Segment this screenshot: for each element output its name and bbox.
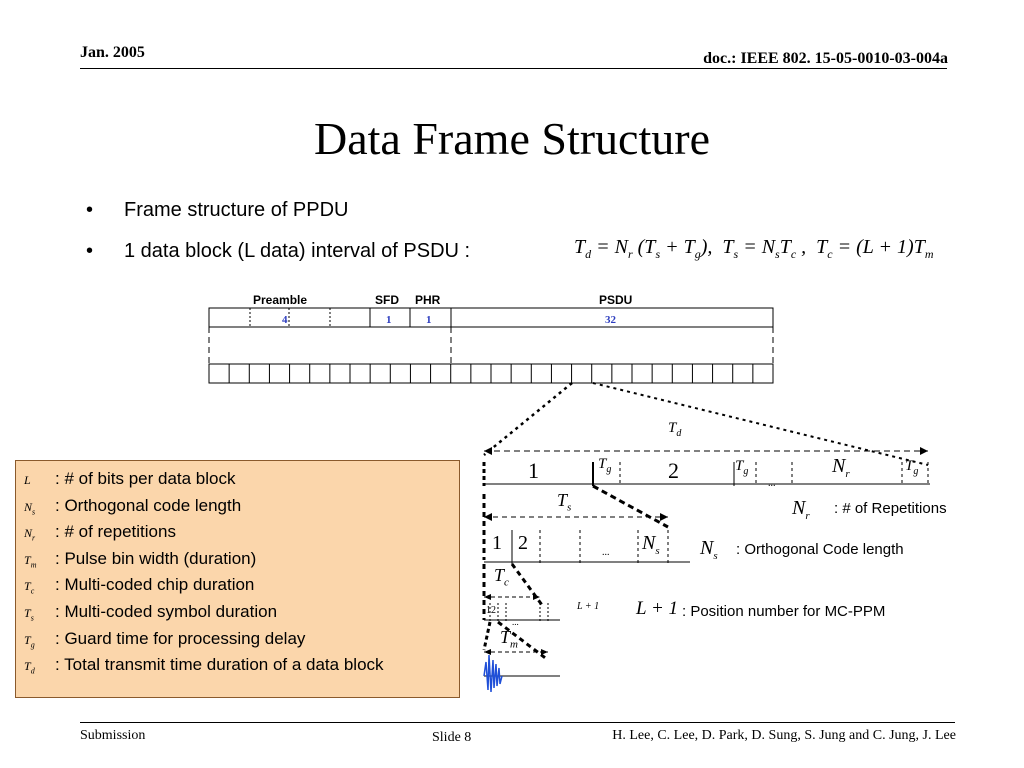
psdu-label: PSDU — [599, 293, 633, 307]
rep-2: 2 — [668, 458, 679, 483]
legend-text: : Orthogonal code length — [55, 495, 242, 515]
preamble-length: 4 — [282, 314, 288, 326]
legend-text: : # of bits per data block — [55, 469, 236, 488]
tm-label: Tm — [500, 627, 518, 651]
bullet-2: • 1 data block (L data) interval of PSDU… — [86, 240, 471, 263]
l-plus-1-description: : Position number for MC-PPM — [682, 603, 886, 620]
slide-title: Data Frame Structure — [314, 113, 710, 164]
sfd-length: 1 — [386, 314, 392, 326]
sfd-label: SFD — [375, 293, 399, 307]
l-plus-1-small: L + 1 — [577, 601, 600, 612]
legend-row: Tm : Pulse bin width (duration) — [16, 549, 461, 575]
ellipsis-bin: ... — [512, 617, 519, 627]
psdu-length: 32 — [605, 314, 616, 326]
legend-text: : Multi-coded chip duration — [55, 575, 255, 595]
legend-row: Ts : Multi-coded symbol duration — [16, 602, 461, 628]
nr-description: : # of Repetitions — [834, 500, 947, 517]
nr-symbol: Nr — [792, 497, 810, 522]
l-plus-1-symbol: L + 1 — [636, 598, 679, 619]
bullet-dot: • — [86, 240, 94, 262]
ns-label-row: Ns — [642, 532, 660, 557]
phr-label: PHR — [415, 293, 441, 307]
nr-label-row: Nr — [832, 455, 850, 480]
phr-length: 1 — [426, 314, 432, 326]
footer-authors: H. Lee, C. Lee, D. Park, D. Sung, S. Jun… — [612, 728, 956, 743]
pulse-waveform — [483, 654, 503, 693]
legend-symbol: Tc — [24, 579, 35, 596]
chip-2: 2 — [518, 532, 528, 554]
legend-symbol: Ns — [24, 499, 36, 516]
bin-12: 12 — [486, 605, 496, 616]
tg-label-2: Tg — [735, 458, 749, 477]
ellipsis-rep: ... — [768, 478, 776, 489]
bullet-2-text: 1 data block (L data) interval of PSDU : — [124, 240, 471, 262]
header-date: Jan. 2005 — [80, 44, 145, 61]
legend-symbol: Tg — [24, 632, 35, 649]
legend-row: Td : Total transmit time duration of a da… — [16, 655, 461, 681]
bullet-1-text: Frame structure of PPDU — [124, 199, 349, 221]
chip-1: 1 — [492, 532, 502, 554]
timing-formula: Td = Nr (Ts + Tg), Ts = NsTc , Tc = (L +… — [574, 236, 934, 261]
footer-submission: Submission — [80, 728, 146, 743]
footer-rule — [80, 722, 955, 723]
frame-top-row — [208, 307, 774, 328]
legend-text: : Guard time for processing delay — [55, 628, 306, 648]
bullet-1: • Frame structure of PPDU — [86, 199, 349, 222]
header-doc-id: doc.: IEEE 802. 15-05-0010-03-004a — [703, 50, 948, 67]
rep-1: 1 — [528, 458, 539, 483]
td-label: Td — [668, 420, 682, 439]
legend-row: Ns : Orthogonal code length — [16, 496, 461, 522]
ellipsis-chip: ... — [602, 547, 610, 558]
legend-text: : # of repetitions — [55, 522, 176, 542]
header-rule — [80, 68, 947, 69]
ts-label: Ts — [557, 490, 572, 514]
legend-text: : Pulse bin width (duration) — [55, 548, 257, 568]
legend-row: Tc : Multi-coded chip duration — [16, 575, 461, 601]
legend-symbol: Ts — [24, 606, 34, 623]
legend-symbol: Tm — [24, 552, 37, 570]
legend-symbol: L — [24, 473, 31, 487]
legend-row: Tg : Guard time for processing delay — [16, 629, 461, 655]
legend-row: L : # of bits per data block — [16, 469, 461, 495]
legend-symbol: Td — [24, 659, 35, 676]
legend-text: : Multi-coded symbol duration — [55, 602, 278, 621]
preamble-label: Preamble — [253, 293, 308, 307]
tg-label-1: Tg — [598, 456, 612, 475]
ns-symbol: Ns — [700, 537, 718, 562]
ns-description: : Orthogonal Code length — [736, 541, 904, 558]
bullet-dot: • — [86, 199, 94, 221]
footer-slide-number: Slide 8 — [432, 730, 472, 745]
legend-symbol: Nr — [24, 526, 36, 543]
tc-label: Tc — [494, 565, 509, 589]
legend-row: Nr : # of repetitions — [16, 522, 461, 548]
legend-text: : Total transmit time duration of a data… — [55, 655, 384, 675]
tg-label-3: Tg — [905, 458, 919, 477]
